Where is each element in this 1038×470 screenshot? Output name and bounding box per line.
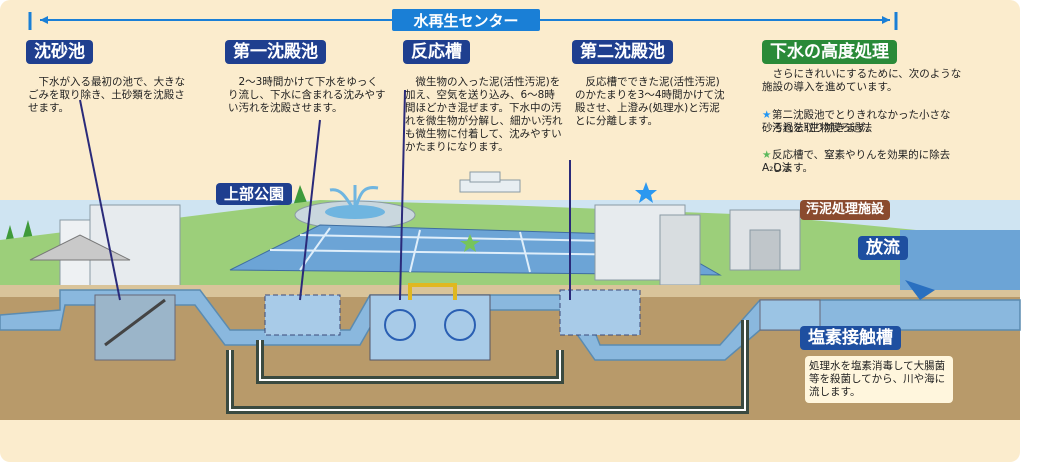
building-left [29, 204, 181, 296]
advanced-item-1: ★ 砂ろ過法･生物膜ろ過法 [762, 96, 962, 135]
star-marker-green [460, 234, 480, 252]
ship [459, 171, 521, 193]
chlorine-contact-tank [759, 299, 821, 331]
second-settling-basin [559, 289, 641, 336]
desc-grit-chamber: 下水が入る最初の池で、大きなごみを取り除き、土砂類を沈殿させます。 [28, 76, 186, 114]
discharge-arrow [905, 280, 935, 300]
park-fountain [294, 185, 416, 230]
desc-second-settling: 反応槽でできた泥(活性汚泥)のかたまりを3〜4時間かけて沈殿させ、上澄み(処理水… [575, 76, 725, 127]
header-arrow-left [40, 16, 48, 24]
desc-first-settling: 2〜3時間かけて下水をゆっくり流し、下水に含まれる沈みやすい汚れを沈殿させます。 [228, 76, 386, 114]
star-icon: ★ [762, 149, 772, 161]
star-icon: ★ [762, 109, 772, 121]
grit-chamber [94, 294, 176, 361]
desc-chlorine-tank: 処理水を塩素消毒して大腸菌等を殺菌してから、川や海に流します。 [805, 356, 953, 403]
sludge-facility [729, 209, 801, 271]
label-reaction-tank: 反応槽 [403, 40, 470, 64]
header-arrow-right [882, 16, 890, 24]
label-advanced-treatment: 下水の高度処理 [762, 40, 897, 64]
pointer-lines [79, 89, 571, 301]
label-chlorine-tank: 塩素接触槽 [800, 326, 901, 350]
label-sludge-facility: 汚泥処理施設 [800, 200, 891, 220]
advanced-item-2-title: A₂O法 [762, 162, 793, 174]
label-second-settling: 第二沈殿池 [572, 40, 673, 64]
label-upper-park: 上部公園 [216, 183, 293, 205]
star-marker-blue [635, 182, 657, 203]
desc-advanced-intro: さらにきれいにするために、次のような施設の導入を進めています。 [762, 68, 962, 93]
label-first-settling: 第一沈殿池 [225, 40, 326, 64]
page-title: 水再生センター [392, 9, 540, 31]
label-grit-chamber: 沈砂池 [26, 40, 93, 64]
label-discharge: 放流 [858, 236, 908, 260]
building-right [594, 204, 701, 286]
river [900, 230, 1020, 290]
advanced-item-1-title: 砂ろ過法･生物膜ろ過法 [762, 122, 873, 134]
desc-reaction-tank: 微生物の入った泥(活性汚泥)を加え、空気を送り込み、6〜8時間ほどかき混ぜます。… [405, 76, 563, 153]
first-settling-basin [264, 294, 341, 336]
aeration-circle-left [384, 309, 416, 341]
advanced-item-1-text: 第二沈殿池でとりきれなかった小さな汚れを取り除きます。 [772, 109, 951, 134]
aeration-circle-right [444, 309, 476, 341]
advanced-item-2: ★ A₂O法 [762, 136, 962, 175]
reaction-tank [369, 294, 491, 361]
advanced-item-2-text: 反応槽で、窒素やりんを効果的に除去します。 [772, 149, 951, 174]
